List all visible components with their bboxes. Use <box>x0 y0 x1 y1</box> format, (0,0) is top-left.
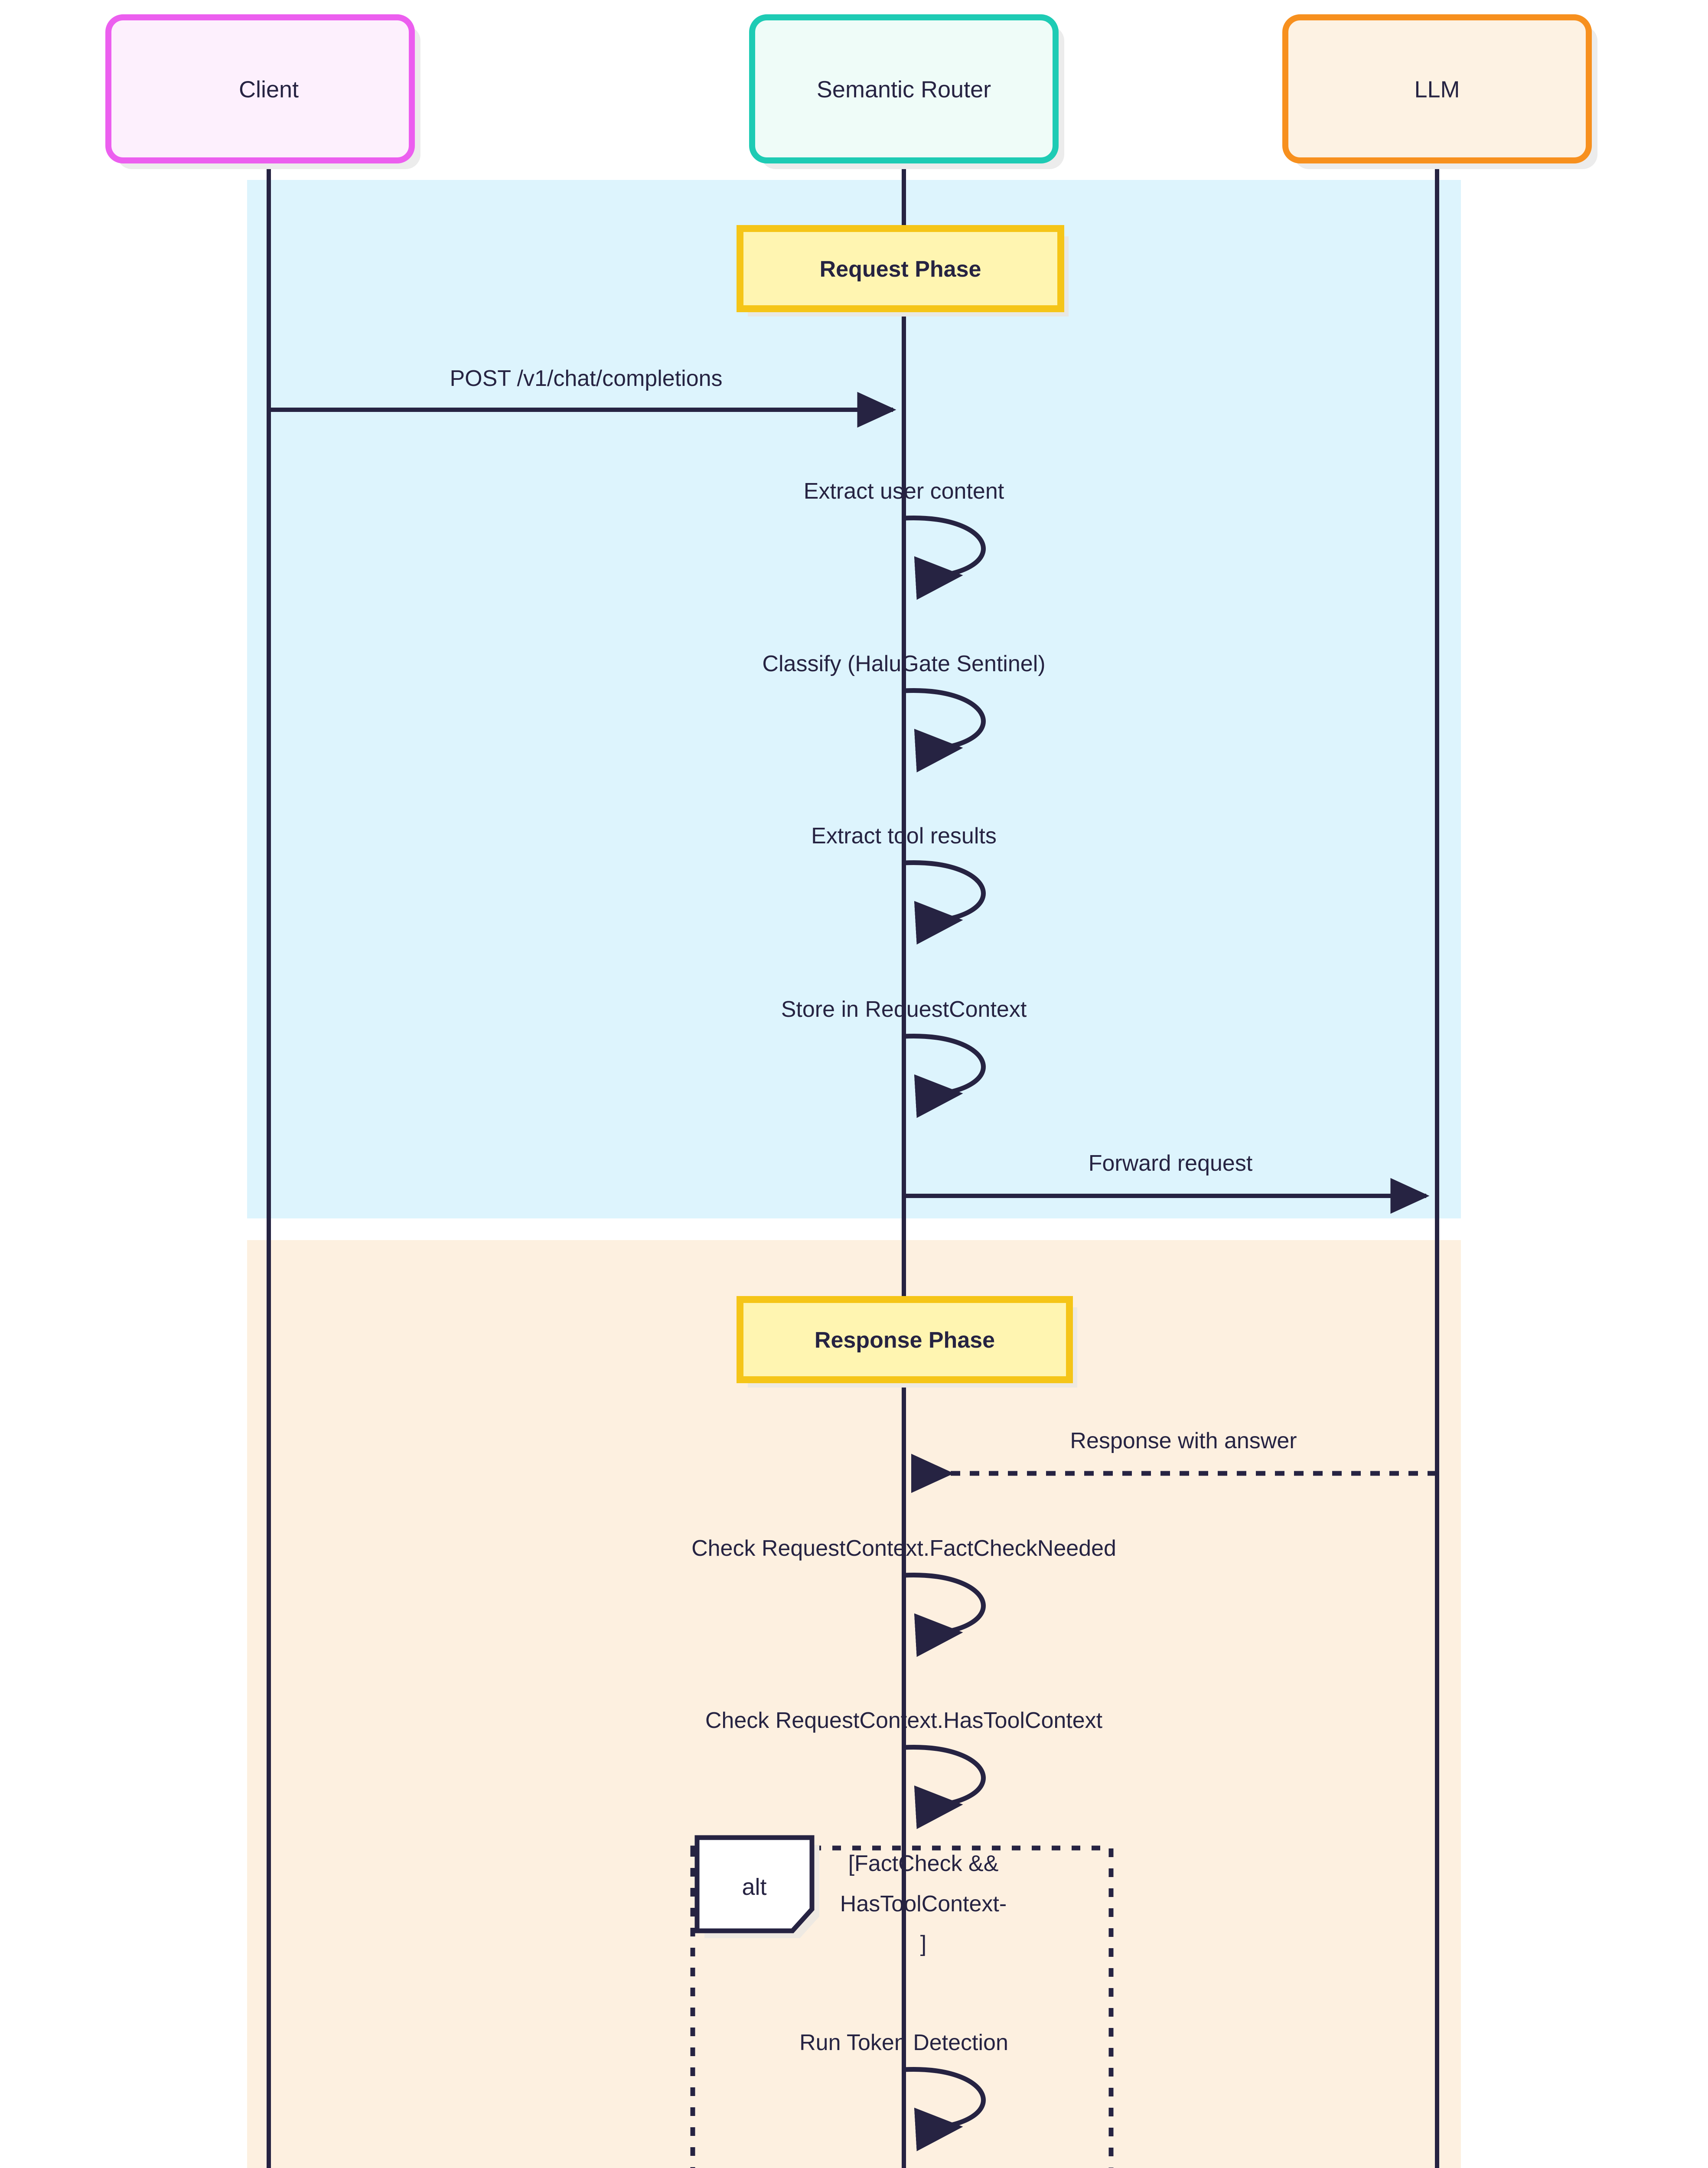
alt-condition-main-line-1: [FactCheck && <box>848 1851 999 1876</box>
message-response-with-answer: Response with answer <box>911 1428 1437 1493</box>
phase-label-response: Response Phase <box>737 1296 1077 1388</box>
message-label-classify-halugate-sentinel: Classify (HaluGate Sentinel) <box>762 651 1045 676</box>
request-phase-background <box>247 180 1461 1218</box>
message-classify-halugate-sentinel: Classify (HaluGate Sentinel) <box>762 651 1046 773</box>
message-label-forward-request: Forward request <box>1089 1151 1253 1176</box>
participant-label-llm-top: LLM <box>1414 76 1460 102</box>
phase-label-request-text: Request Phase <box>820 257 981 282</box>
alt-keyword-label: alt <box>694 1835 819 1938</box>
message-label-check-hastoolcontext: Check RequestContext.HasToolContext <box>705 1708 1103 1733</box>
response-phase-background <box>247 1240 1461 2168</box>
participant-box-llm-top[interactable]: LLM <box>1282 14 1597 169</box>
participant-label-router-top: Semantic Router <box>817 76 991 102</box>
message-check-factcheckneeded: Check RequestContext.FactCheckNeeded <box>691 1536 1116 1657</box>
alt-condition-main: [FactCheck && HasToolContext- ] <box>840 1851 1007 1956</box>
message-label-extract-user-content: Extract user content <box>804 479 1004 504</box>
alt-keyword-text: alt <box>742 1874 766 1900</box>
message-label-run-token-detection: Run Token Detection <box>799 2030 1008 2055</box>
phase-backgrounds <box>247 180 1461 2168</box>
phase-label-response-text: Response Phase <box>815 1328 995 1353</box>
phase-label-request: Request Phase <box>737 225 1069 317</box>
alt-block: alt [FactCheck && HasToolContext- ] Run … <box>690 1835 1114 2168</box>
message-label-extract-tool-results: Extract tool results <box>811 823 997 849</box>
message-label-post-chat-completions: POST /v1/chat/completions <box>450 366 722 391</box>
message-extract-tool-results: Extract tool results <box>811 823 997 945</box>
participants-top: Client Semantic Router LLM <box>105 14 1597 169</box>
participant-box-client-top[interactable]: Client <box>105 14 420 169</box>
lifelines <box>267 147 1439 2168</box>
alt-condition-main-line-2: HasToolContext- <box>840 1891 1007 1917</box>
participant-box-router-top[interactable]: Semantic Router <box>749 14 1064 169</box>
message-forward-request: Forward request <box>904 1151 1430 1214</box>
message-extract-user-content: Extract user content <box>804 479 1004 600</box>
alt-condition-main-line-3: ] <box>920 1931 926 1956</box>
message-label-response-with-answer: Response with answer <box>1070 1428 1297 1453</box>
participant-label-client-top: Client <box>239 76 299 102</box>
message-run-token-detection: Run Token Detection <box>799 2030 1008 2152</box>
message-label-check-factcheckneeded: Check RequestContext.FactCheckNeeded <box>691 1536 1116 1561</box>
message-post-chat-completions: POST /v1/chat/completions <box>269 366 896 428</box>
message-label-store-in-requestcontext: Store in RequestContext <box>781 997 1027 1022</box>
message-check-hastoolcontext: Check RequestContext.HasToolContext <box>705 1708 1103 1829</box>
message-store-in-requestcontext: Store in RequestContext <box>781 997 1027 1118</box>
